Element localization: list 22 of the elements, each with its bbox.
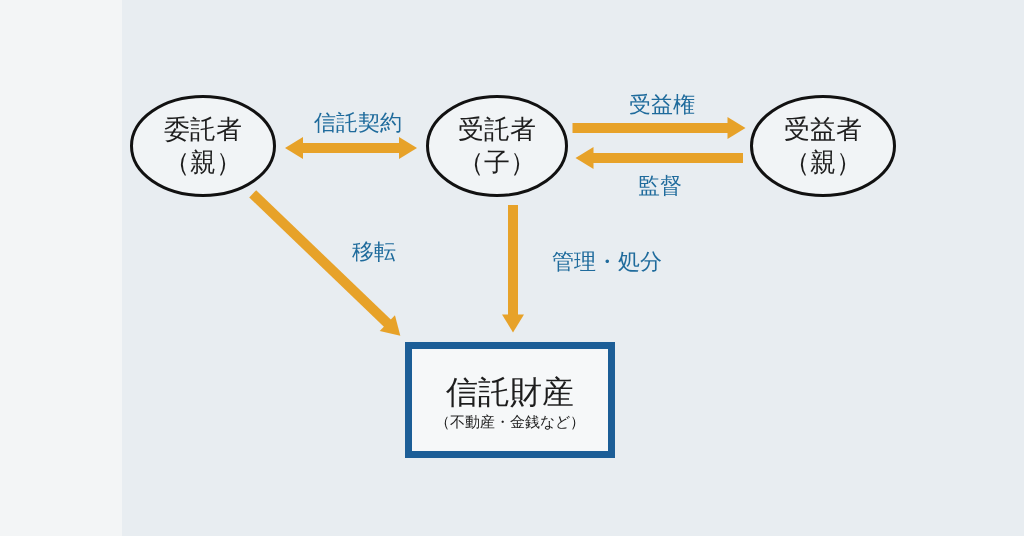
node-label: （子） [458, 146, 536, 179]
arrow [285, 137, 417, 159]
edge-label: 監督 [638, 173, 682, 199]
heading: 信託財産 [446, 372, 574, 412]
node-label: （親） [784, 146, 862, 179]
edge-label: 管理・処分 [552, 249, 662, 275]
edge-label: 移転 [352, 239, 396, 265]
node-label: 受託者 [458, 113, 536, 146]
node-label: （親） [164, 146, 242, 179]
arrow [249, 190, 401, 336]
arrow [572, 117, 746, 139]
node-label: 受益者 [784, 113, 862, 146]
edge-label: 受益権 [629, 92, 695, 118]
edge-label: 信託契約 [314, 110, 402, 136]
ellipse-node [130, 95, 276, 197]
note: （不動産・金銭など） [435, 412, 585, 432]
node-label: 委託者 [164, 113, 242, 146]
framed-node [405, 342, 615, 458]
arrow [502, 205, 524, 333]
ellipse-node [426, 95, 568, 197]
ellipse-node [750, 95, 896, 197]
arrow [575, 147, 743, 169]
